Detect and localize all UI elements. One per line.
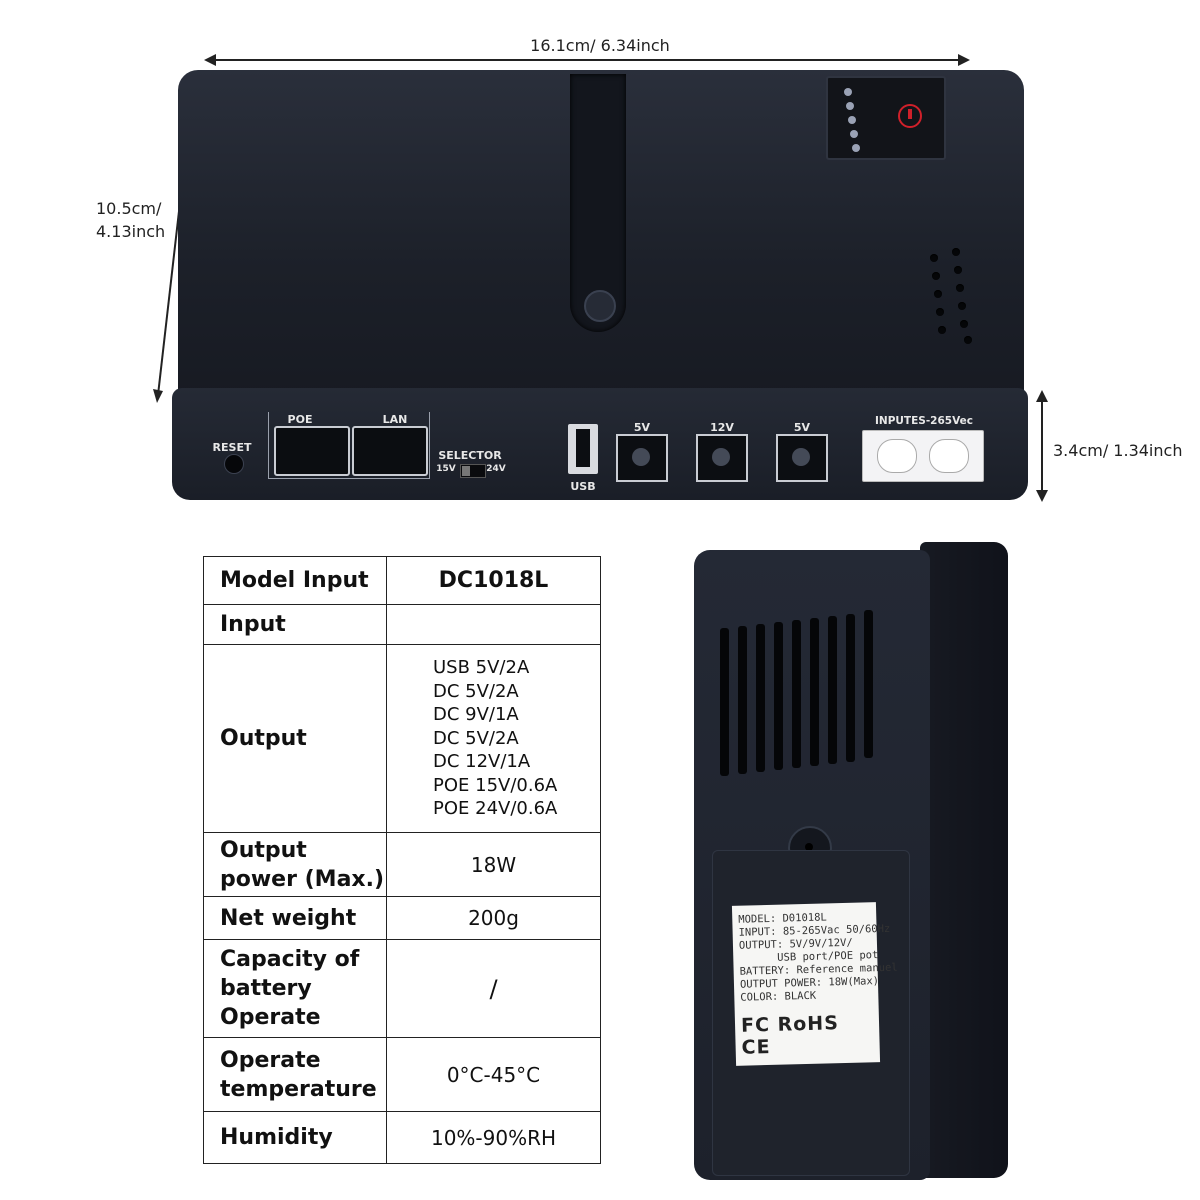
poe-label: POE — [287, 413, 313, 426]
power-icon[interactable] — [898, 104, 922, 128]
battery-led-5 — [852, 144, 860, 152]
table-row: Model Input DC1018L — [203, 556, 601, 605]
device-back-view: MODEL: D01018L INPUT: 85-265Vac 50/60Hz … — [690, 538, 1020, 1182]
spec-label-model: Model Input — [203, 556, 387, 605]
reset-label: RESET — [212, 441, 252, 454]
cert-marks: FC RoHS CE — [740, 1012, 840, 1059]
table-row: Capacity of battery Operate / — [203, 939, 601, 1038]
lan-port[interactable] — [352, 426, 428, 476]
ac-input-port[interactable] — [862, 430, 984, 482]
width-label: 16.1cm/ 6.34inch — [530, 36, 670, 55]
ac-input-label: INPUTES-265Vec — [875, 415, 973, 427]
status-panel — [826, 76, 946, 160]
dc-port-2-label: 12V — [710, 421, 734, 434]
height-label-2: 4.13inch — [96, 222, 166, 241]
spec-value-output-power: 18W — [386, 832, 601, 897]
depth-label: 3.4cm/ 1.34inch — [1053, 441, 1183, 460]
spec-value-humidity: 10%-90%RH — [386, 1111, 601, 1164]
spec-label-humidity: Humidity — [203, 1111, 387, 1164]
table-row: Humidity 10%-90%RH — [203, 1111, 601, 1164]
spec-value-input — [386, 604, 601, 645]
battery-led-2 — [846, 102, 854, 110]
battery-led-4 — [850, 130, 858, 138]
table-row: Operate temperature 0°C-45°C — [203, 1037, 601, 1112]
table-row: Output power (Max.) 18W — [203, 832, 601, 897]
spec-label-output: Output — [203, 644, 387, 833]
reset-button[interactable] — [224, 454, 244, 474]
table-row: Net weight 200g — [203, 896, 601, 940]
spec-label-output-power: Output power (Max.) — [203, 832, 387, 897]
spec-label-temperature: Operate temperature — [203, 1037, 387, 1112]
dc-port-1-label: 5V — [633, 421, 651, 434]
sticker-line: COLOR: BLACK — [740, 989, 817, 1004]
spec-label-input: Input — [203, 604, 387, 645]
output-item: DC 12V/1A — [433, 751, 531, 773]
center-button[interactable] — [584, 290, 616, 322]
output-item: DC 5V/2A — [433, 680, 519, 702]
spec-value-output: USB 5V/2A DC 5V/2A DC 9V/1A DC 5V/2A DC … — [386, 644, 601, 833]
spec-label-net-weight: Net weight — [203, 896, 387, 940]
lan-label: LAN — [382, 413, 408, 426]
voltage-selector-switch[interactable] — [460, 464, 486, 478]
device-side — [920, 542, 1008, 1178]
table-row: Output USB 5V/2A DC 5V/2A DC 9V/1A DC 5V… — [203, 644, 601, 833]
spec-value-temperature: 0°C-45°C — [386, 1037, 601, 1112]
spec-value-model: DC1018L — [386, 556, 601, 605]
dc-port-3[interactable] — [776, 434, 828, 482]
output-item: POE 15V/0.6A — [433, 774, 558, 796]
output-item: POE 24V/0.6A — [433, 798, 558, 820]
output-item: DC 9V/1A — [433, 704, 519, 726]
selector-24v-label: 24V — [486, 464, 506, 474]
selector-label: SELECTOR — [438, 449, 502, 462]
usb-port[interactable] — [568, 424, 598, 474]
spec-value-battery: / — [386, 939, 601, 1038]
table-row: Input — [203, 604, 601, 645]
dc-port-1[interactable] — [616, 434, 668, 482]
spec-value-net-weight: 200g — [386, 896, 601, 940]
ethernet-bay — [268, 412, 430, 479]
usb-label: USB — [570, 480, 596, 493]
battery-led-3 — [848, 116, 856, 124]
selector-15v-label: 15V — [436, 464, 456, 474]
center-groove — [570, 74, 626, 332]
spec-table: Model Input DC1018L Input Output USB 5V/… — [203, 556, 601, 1164]
dc-port-3-label: 5V — [793, 421, 811, 434]
output-item: USB 5V/2A — [433, 657, 530, 679]
dc-port-2[interactable] — [696, 434, 748, 482]
poe-port[interactable] — [274, 426, 350, 476]
output-item: DC 5V/2A — [433, 727, 519, 749]
spec-label-battery: Capacity of battery Operate — [203, 939, 387, 1038]
device-top-view: RESET POE LAN SELECTOR 15V 24V USB 5V 12… — [172, 70, 1028, 500]
rating-sticker: MODEL: D01018L INPUT: 85-265Vac 50/60Hz … — [731, 902, 898, 1066]
height-label-1: 10.5cm/ — [96, 199, 162, 218]
battery-led-1 — [844, 88, 852, 96]
